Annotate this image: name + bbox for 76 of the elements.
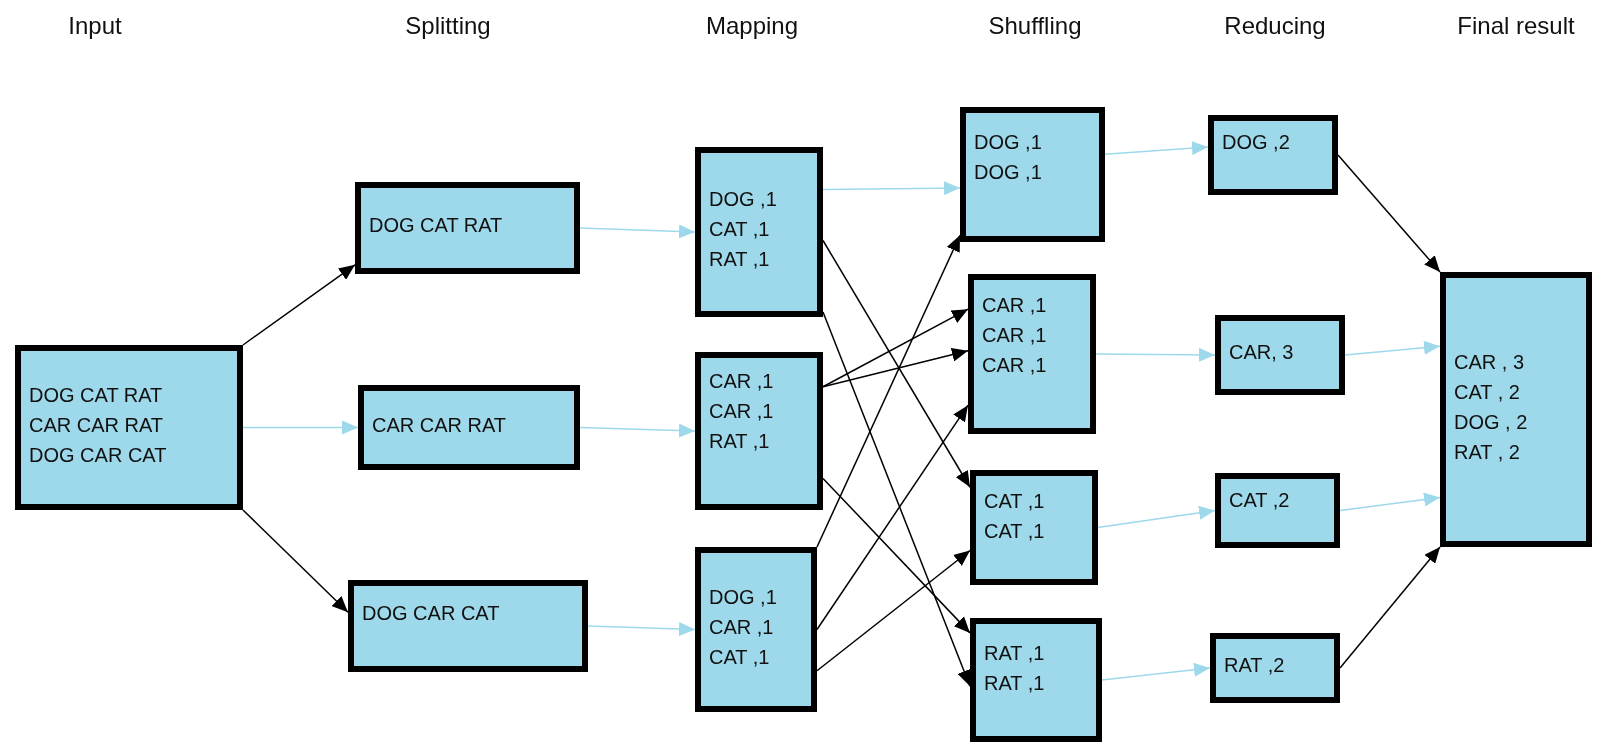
entry-text: CAT , 2 xyxy=(1454,379,1521,405)
column-heading: Final result xyxy=(1457,12,1575,40)
entry-text: CAR ,1 xyxy=(982,323,1048,348)
column-heading: Mapping xyxy=(705,12,799,40)
arrow xyxy=(587,622,696,636)
column-heading: Reducing xyxy=(1224,12,1326,40)
arrow xyxy=(1344,340,1441,356)
entry-text: CAT ,2 xyxy=(1229,488,1291,513)
entry-text: RAT ,2 xyxy=(1224,653,1286,678)
data-box xyxy=(358,385,580,470)
data-box xyxy=(1210,633,1340,703)
entry-text: CAR ,1 xyxy=(709,399,775,424)
entry-text: DOG CAR CAT xyxy=(29,442,168,468)
entry-text: CAR , 3 xyxy=(1454,349,1526,375)
entry-text: RAT ,1 xyxy=(984,641,1046,666)
entry-text: CAT ,1 xyxy=(984,489,1046,514)
entry-text: CAT ,1 xyxy=(709,644,771,670)
entry-text: DOG ,1 xyxy=(709,584,778,610)
entry-text: CAR ,1 xyxy=(982,353,1048,378)
data-box xyxy=(960,107,1105,242)
arrow xyxy=(816,234,961,548)
arrow xyxy=(1339,492,1441,512)
arrow xyxy=(822,347,969,388)
entry-text: RAT ,1 xyxy=(984,671,1046,696)
arrow xyxy=(1101,662,1211,681)
arrow xyxy=(822,308,969,388)
column-heading: Input xyxy=(68,12,122,40)
arrow xyxy=(822,477,971,634)
data-box xyxy=(695,147,823,317)
arrow xyxy=(1337,154,1441,273)
entry-text: CAR ,1 xyxy=(709,369,775,394)
entry-text: CAT ,1 xyxy=(984,519,1046,544)
data-box xyxy=(348,580,588,672)
entry-text: CAR CAR RAT xyxy=(372,412,508,438)
column-heading: Shuffling xyxy=(988,12,1082,40)
arrow xyxy=(1097,505,1216,529)
data-box xyxy=(695,352,823,510)
entry-text: DOG ,1 xyxy=(974,130,1043,155)
data-box xyxy=(1208,115,1338,195)
arrow xyxy=(242,264,356,346)
entry-text: DOG CAT RAT xyxy=(29,382,164,408)
data-box xyxy=(355,182,580,274)
entry-text: DOG ,2 xyxy=(1222,130,1291,155)
entry-text: CAR CAR RAT xyxy=(29,412,165,438)
arrow xyxy=(242,420,359,435)
entry-text: RAT ,1 xyxy=(709,429,771,454)
arrow xyxy=(579,224,696,239)
arrow xyxy=(1095,347,1216,362)
entry-text: RAT , 2 xyxy=(1454,439,1521,465)
column-heading: Splitting xyxy=(405,12,491,40)
arrow xyxy=(822,239,971,488)
data-box xyxy=(1215,315,1345,395)
data-box xyxy=(968,274,1096,434)
data-box xyxy=(1440,272,1592,547)
entry-text: CAR ,1 xyxy=(709,614,775,640)
data-box xyxy=(695,547,817,712)
arrow xyxy=(816,549,971,672)
data-box xyxy=(970,470,1098,585)
arrow xyxy=(816,404,969,631)
arrow xyxy=(822,181,961,196)
data-box xyxy=(970,618,1102,742)
entry-text: CAT ,1 xyxy=(709,217,771,242)
entry-text: RAT ,1 xyxy=(709,247,771,272)
data-box xyxy=(15,345,243,510)
entry-text: DOG ,1 xyxy=(974,160,1043,185)
arrow xyxy=(242,509,349,613)
entry-text: DOG CAR CAT xyxy=(362,601,501,626)
entry-text: DOG , 2 xyxy=(1454,409,1529,435)
data-box xyxy=(1215,473,1340,548)
arrow xyxy=(1339,546,1441,669)
entry-text: DOG CAT RAT xyxy=(369,213,504,238)
entry-text: DOG ,1 xyxy=(709,187,778,212)
entry-text: CAR ,1 xyxy=(982,293,1048,318)
arrow xyxy=(1104,141,1209,156)
arrow xyxy=(579,423,696,438)
entry-text: CAR, 3 xyxy=(1229,340,1295,365)
